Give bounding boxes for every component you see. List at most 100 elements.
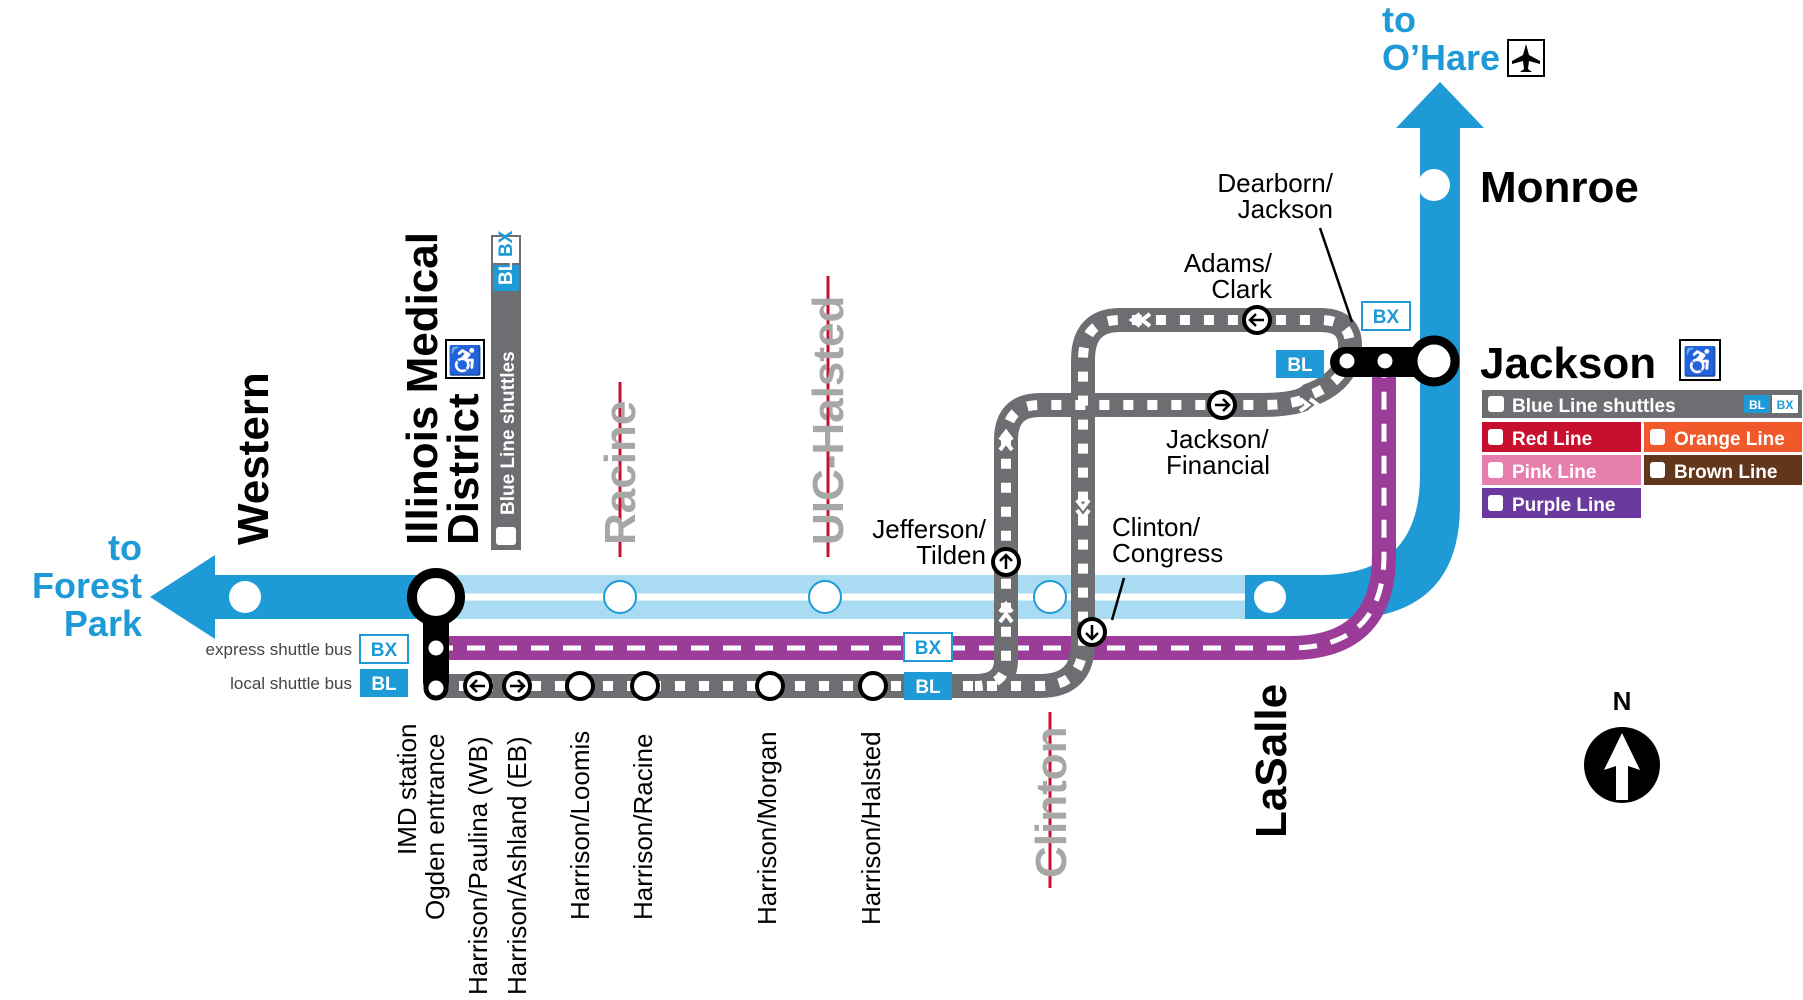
legend-brown-line xyxy=(1644,455,1802,485)
bl-badge-jackson: BL xyxy=(1276,350,1324,378)
morgan-stop[interactable] xyxy=(755,671,785,701)
morgan-label: Harrison/Morgan xyxy=(752,731,782,925)
west-dest-label-2: Park xyxy=(64,603,143,644)
wheelchair-icon: ♿ xyxy=(445,339,485,379)
western-station-dot[interactable] xyxy=(229,581,261,613)
clinton-station-dot[interactable] xyxy=(1033,580,1067,614)
up-arrow-icon xyxy=(999,553,1013,569)
compass-label: N xyxy=(1613,686,1632,716)
imd-station-dot[interactable] xyxy=(407,568,465,626)
west-arrow-icon xyxy=(1248,313,1264,327)
uic-halsted-station-dot[interactable] xyxy=(808,580,842,614)
jackson-financial-label-2: Financial xyxy=(1166,450,1270,480)
svg-text:Pink Line: Pink Line xyxy=(1512,462,1596,483)
legend-red-line xyxy=(1482,422,1641,452)
direction-west: to Forest Park xyxy=(32,527,143,644)
compass: N xyxy=(1584,686,1660,803)
svg-text:Red Line: Red Line xyxy=(1512,429,1592,450)
bx-badge-jackson: BX xyxy=(1361,301,1411,331)
svg-text:BL: BL xyxy=(915,677,941,698)
svg-text:Orange Line: Orange Line xyxy=(1674,429,1785,450)
north-arrow xyxy=(1396,82,1484,128)
racine-label: Racine xyxy=(596,401,645,545)
west-arrow-icon xyxy=(469,679,485,693)
stop-arrows xyxy=(469,313,1264,693)
h-racine-label: Harrison/Racine xyxy=(628,734,658,920)
west-dest-label-1: Forest xyxy=(32,565,142,606)
jackson-station-dot[interactable] xyxy=(1408,335,1460,387)
imd-stop-label-1: IMD station xyxy=(392,724,422,856)
wheelchair-icon: ♿ xyxy=(1679,339,1721,381)
svg-text:BL: BL xyxy=(1287,355,1313,376)
local-label: local shuttle bus xyxy=(230,674,352,693)
train-icon xyxy=(1488,462,1503,478)
train-icon xyxy=(1650,462,1665,478)
west-to-label: to xyxy=(108,527,142,568)
svg-text:BX: BX xyxy=(371,640,398,661)
dearborn-label-1: Dearborn/ xyxy=(1217,168,1333,198)
jackson-legend: Blue Line shuttles BL BX Red Line Orange… xyxy=(1482,390,1802,518)
train-icon xyxy=(1488,495,1503,511)
svg-text:♿: ♿ xyxy=(448,344,483,377)
h-halsted-label: Harrison/Halsted xyxy=(856,731,886,925)
svg-text:BL: BL xyxy=(371,674,397,695)
lasalle-label: LaSalle xyxy=(1247,684,1296,838)
legend-pink-line xyxy=(1482,455,1641,485)
adams-label-1: Adams/ xyxy=(1184,248,1273,278)
svg-text:Purple Line: Purple Line xyxy=(1512,495,1615,516)
east-arrow-icon xyxy=(510,679,526,693)
loomis-label: Harrison/Loomis xyxy=(565,731,595,920)
racine-station-dot[interactable] xyxy=(603,580,637,614)
bl-badge-left: BL xyxy=(360,669,408,697)
jefferson-label-1: Jefferson/ xyxy=(872,514,986,544)
uic-halsted-label: UIC-Halsted xyxy=(804,296,853,545)
west-arrow xyxy=(150,555,215,639)
paulina-label: Harrison/Paulina (WB) xyxy=(463,736,493,995)
airplane-icon xyxy=(1512,44,1540,72)
imd-label-1: Illinois Medical xyxy=(398,232,447,545)
svg-text:Brown Line: Brown Line xyxy=(1674,462,1777,483)
north-dest-label: O’Hare xyxy=(1382,37,1500,78)
jackson-financial-label-1: Jackson/ xyxy=(1166,424,1269,454)
svg-text:BX: BX xyxy=(1373,307,1400,328)
bus-icon xyxy=(496,527,516,545)
bl-badge-mid: BL xyxy=(904,672,952,700)
clinton-label: Clinton xyxy=(1027,726,1076,878)
east-arrow-icon xyxy=(1215,398,1231,412)
closed-station-strikes xyxy=(618,276,1052,888)
bl-tag: BL xyxy=(496,259,517,285)
direction-north: to O’Hare xyxy=(1382,0,1545,78)
train-icon xyxy=(1650,429,1665,445)
bx-tag: BX xyxy=(496,230,517,257)
express-shuttle-route xyxy=(435,358,1396,660)
jackson-label: Jackson xyxy=(1480,339,1656,388)
monroe-label: Monroe xyxy=(1480,163,1639,212)
svg-text:Blue Line shuttles: Blue Line shuttles xyxy=(1512,396,1676,417)
north-to-label: to xyxy=(1382,0,1416,40)
h-racine-stop[interactable] xyxy=(630,671,660,701)
legend-orange-line xyxy=(1644,422,1802,452)
lasalle-station-dot[interactable] xyxy=(1254,581,1286,613)
imd-label-2: District xyxy=(439,393,488,545)
train-icon xyxy=(1488,429,1503,445)
express-label: express shuttle bus xyxy=(206,640,352,659)
svg-text:BX: BX xyxy=(915,638,942,659)
station-markers xyxy=(229,169,1460,701)
imd-badge-label: Blue Line shuttles xyxy=(498,351,519,515)
clinton-congress-label-2: Congress xyxy=(1112,538,1223,568)
jefferson-label-2: Tilden xyxy=(916,540,986,570)
western-label: Western xyxy=(229,372,278,545)
imd-stop-label-2: Ogden entrance xyxy=(420,734,450,920)
legend-purple-line xyxy=(1482,488,1641,518)
loomis-stop[interactable] xyxy=(565,671,595,701)
svg-text:BX: BX xyxy=(1777,398,1794,412)
down-arrow-icon xyxy=(1085,625,1099,641)
imd-shuttle-badge: BX BL Blue Line shuttles xyxy=(491,230,521,550)
svg-text:BL: BL xyxy=(1749,398,1765,412)
h-halsted-stop[interactable] xyxy=(858,671,888,701)
monroe-station-dot[interactable] xyxy=(1418,169,1450,201)
adams-label-2: Clark xyxy=(1211,274,1273,304)
bx-badge-mid: BX xyxy=(903,632,953,662)
svg-text:♿: ♿ xyxy=(1683,345,1718,378)
